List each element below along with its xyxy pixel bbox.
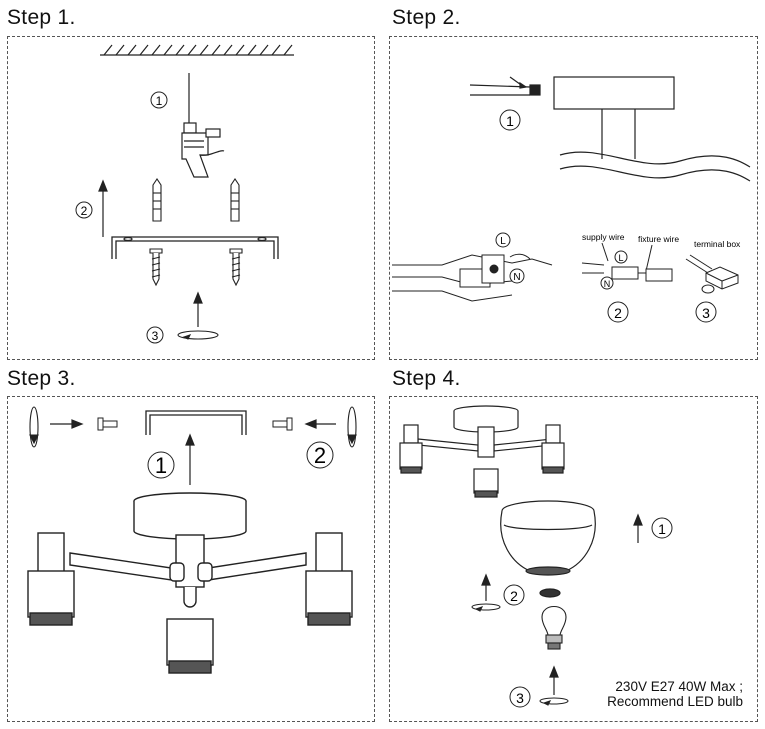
- mounting-bracket-icon: [145, 410, 247, 435]
- bulb-spec-line-2: Recommend LED bulb: [607, 694, 743, 709]
- wall-plug-icon: [152, 178, 162, 222]
- step-1-title: Step 1.: [7, 6, 76, 29]
- up-arrow-icon: [185, 433, 195, 485]
- step-2-illustration: 1 L N supply wire fixture wire L: [392, 76, 751, 323]
- canopy-wiring-icon: [392, 253, 553, 302]
- canopy-icon: [553, 76, 751, 182]
- mounting-bracket-icon: [111, 236, 279, 259]
- step-2-neutral-marker: N: [604, 279, 611, 289]
- right-arrow-icon: [50, 419, 84, 429]
- terminal-box-icon: [685, 254, 739, 294]
- rotate-arrow-icon: [29, 406, 39, 448]
- step-3-panel: 1 2: [7, 396, 375, 722]
- step-3-marker-1: 1: [155, 453, 167, 478]
- led-bulb-icon: [541, 605, 567, 650]
- step-2-marker-3: 3: [702, 305, 710, 321]
- up-arrow-icon: [633, 513, 643, 543]
- step-4-marker-1: 1: [658, 521, 666, 537]
- fixture-wire-label: fixture wire: [638, 234, 679, 244]
- step-4-panel: 1 2 3 230V E27 40W Max ; R: [389, 396, 758, 722]
- step-2-neutral-marker-left: N: [513, 272, 520, 283]
- step-4-marker-3: 3: [516, 690, 524, 706]
- glass-shade-icon: [500, 500, 596, 576]
- step-4-illustration: 1 2 3: [399, 405, 673, 708]
- left-arrow-icon: [304, 419, 336, 429]
- bulb-spec-note: 230V E27 40W Max ; Recommend LED bulb: [607, 679, 743, 709]
- screw-icon: [149, 248, 163, 287]
- rotate-arrow-icon: [471, 603, 501, 612]
- step-2-marker-2: 2: [614, 305, 622, 321]
- connector-wiring-icon: [581, 242, 673, 282]
- up-arrow-icon: [549, 665, 559, 695]
- rotate-arrow-icon: [177, 330, 219, 340]
- step-2-live-marker-left: L: [500, 236, 506, 247]
- rotate-arrow-icon: [347, 406, 357, 448]
- up-arrow-icon: [481, 573, 491, 601]
- step-2-title: Step 2.: [392, 6, 461, 29]
- step-1-panel: 1 2: [7, 36, 375, 360]
- step-2-panel: 1 L N supply wire fixture wire L: [389, 36, 758, 360]
- step-3-title: Step 3.: [7, 367, 76, 390]
- step-4-marker-2: 2: [510, 588, 518, 604]
- shade-ring-icon: [539, 588, 561, 598]
- bulb-spec-line-1: 230V E27 40W Max ;: [615, 679, 743, 694]
- step-4-title: Step 4.: [392, 367, 461, 390]
- step-3-illustration: 1 2: [27, 406, 357, 674]
- screw-icon: [272, 417, 293, 431]
- step-2-marker-1: 1: [506, 113, 514, 129]
- up-arrow-icon: [193, 291, 203, 327]
- rotate-arrow-icon: [539, 697, 569, 706]
- step-1-marker-3: 3: [152, 329, 159, 343]
- supply-cable-icon: [469, 76, 541, 96]
- step-1-marker-2: 2: [81, 204, 88, 218]
- up-arrow-icon: [98, 179, 108, 237]
- supply-wire-label: supply wire: [582, 232, 625, 242]
- terminal-box-label: terminal box: [694, 239, 741, 249]
- screw-icon: [97, 417, 118, 431]
- drill-icon: [181, 73, 225, 178]
- light-fixture-icon: [399, 405, 565, 498]
- step-3-marker-2: 2: [314, 443, 326, 468]
- light-fixture-icon: [27, 492, 353, 674]
- step-1-marker-1: 1: [156, 94, 163, 108]
- ceiling-icon: [100, 44, 294, 56]
- screw-icon: [229, 248, 243, 287]
- wall-plug-icon: [230, 178, 240, 222]
- step-2-live-marker: L: [618, 253, 623, 263]
- step-1-illustration: 1 2: [75, 44, 294, 344]
